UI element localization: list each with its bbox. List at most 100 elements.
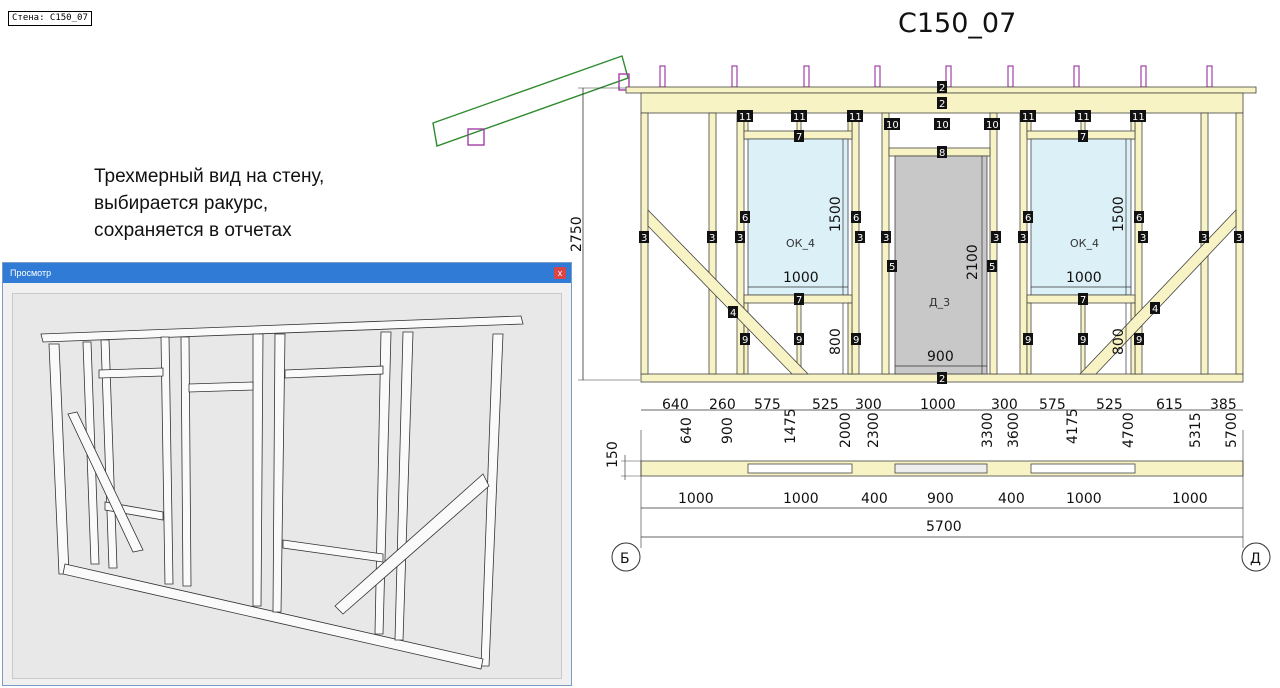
seg-4: 300 [855, 397, 882, 413]
tag-6d: 6 [1136, 213, 1142, 224]
seg-2: 575 [754, 397, 781, 413]
seg-0: 640 [662, 397, 689, 413]
tag-9c: 9 [853, 335, 859, 346]
window-left-width: 1000 [783, 270, 819, 286]
tag-6c: 6 [1025, 213, 1031, 224]
wall-name-tag: Стена: C150_07 [8, 11, 92, 26]
preview-window: Просмотр x [2, 262, 572, 686]
tag-8a: 8 [939, 148, 945, 159]
total-width: 5700 [926, 519, 962, 535]
tag-7a: 7 [796, 132, 802, 143]
tag-11b: 11 [793, 112, 806, 123]
preview-window-title: Просмотр [10, 268, 52, 278]
tag-11f: 11 [1132, 112, 1145, 123]
bot-5: 1000 [1066, 491, 1102, 507]
tag-7d: 7 [1080, 295, 1086, 306]
tag-4b: 4 [1152, 304, 1158, 315]
sill-left-height: 800 [828, 328, 844, 355]
caption-text: Трехмерный вид на стену, выбирается раку… [94, 166, 325, 241]
tag-7c: 7 [796, 295, 802, 306]
element-tags: 2 2 2 11 11 11 10 10 10 11 11 11 7 7 8 7… [639, 81, 1244, 385]
plan-strip [621, 455, 1244, 480]
tag-11d: 11 [1022, 112, 1035, 123]
tag-3b: 3 [709, 233, 715, 244]
roof-beam [432, 55, 630, 147]
seg-7: 575 [1039, 397, 1066, 413]
seg-8: 525 [1096, 397, 1123, 413]
tag-10a: 10 [886, 120, 899, 131]
cum-7: 4175 [1065, 408, 1081, 444]
tag-5a: 5 [889, 262, 895, 273]
tag-10b: 10 [936, 120, 949, 131]
axis-left: Б [620, 551, 630, 567]
bot-2: 400 [861, 491, 888, 507]
cum-4: 2300 [866, 412, 882, 448]
top-posts [659, 65, 1213, 88]
tag-top-1: 2 [939, 83, 945, 94]
tag-9b: 9 [796, 335, 802, 346]
tag-3g: 3 [1020, 233, 1026, 244]
seg-9: 615 [1156, 397, 1183, 413]
window-right-label: ОК_4 [1070, 237, 1099, 250]
bot-6: 1000 [1172, 491, 1208, 507]
bot-3: 900 [927, 491, 954, 507]
height-label: 2750 [569, 216, 585, 252]
tag-4a: 4 [730, 308, 736, 319]
window-left-height: 1500 [828, 196, 844, 232]
tag-6b: 6 [853, 213, 859, 224]
thickness-label: 150 [605, 441, 621, 468]
bot-1: 1000 [783, 491, 819, 507]
seg-1: 260 [709, 397, 736, 413]
preview-window-titlebar: Просмотр x [3, 263, 571, 283]
bot-0: 1000 [678, 491, 714, 507]
tag-top-2: 2 [939, 99, 945, 110]
cum-9: 5315 [1188, 412, 1204, 448]
door-label: Д_3 [929, 296, 950, 309]
wall-frame [625, 86, 1257, 383]
tag-3i: 3 [1201, 233, 1207, 244]
window-left-label: ОК_4 [786, 237, 815, 250]
cum-2: 1475 [783, 408, 799, 444]
close-icon[interactable]: x [554, 267, 566, 279]
door-height: 2100 [965, 244, 981, 280]
tag-9f: 9 [1136, 335, 1142, 346]
segment-dims: 640 260 575 525 300 1000 300 575 525 615… [641, 397, 1243, 413]
tag-6a: 6 [742, 213, 748, 224]
tag-3f: 3 [993, 233, 999, 244]
cum-0: 640 [679, 417, 695, 444]
sill-right-height: 800 [1111, 328, 1127, 355]
tag-3a: 3 [641, 233, 647, 244]
tag-11a: 11 [739, 112, 752, 123]
tag-3j: 3 [1236, 233, 1242, 244]
tag-11c: 11 [849, 112, 862, 123]
tag-3e: 3 [883, 233, 889, 244]
window-right-width: 1000 [1066, 270, 1102, 286]
seg-6: 300 [991, 397, 1018, 413]
tag-3h: 3 [1140, 233, 1146, 244]
door-width: 900 [927, 349, 954, 365]
bottom-dims: 1000 1000 400 900 400 1000 1000 5700 [641, 491, 1243, 538]
tag-9a: 9 [742, 335, 748, 346]
3d-viewport[interactable] [12, 293, 562, 679]
tag-bottom: 2 [939, 374, 945, 385]
cum-10: 5700 [1224, 412, 1240, 448]
internal-dimensions [748, 139, 1131, 374]
tag-11e: 11 [1077, 112, 1090, 123]
cum-1: 900 [720, 417, 736, 444]
cum-3: 2000 [838, 412, 854, 448]
cum-6: 3600 [1006, 412, 1022, 448]
drawing-title: C150_07 [898, 8, 1017, 39]
axis-right: Д [1250, 551, 1261, 567]
tag-10c: 10 [986, 120, 999, 131]
tag-7b: 7 [1080, 132, 1086, 143]
cum-8: 4700 [1121, 412, 1137, 448]
window-right-height: 1500 [1111, 196, 1127, 232]
cum-5: 3300 [980, 412, 996, 448]
tag-9e: 9 [1080, 335, 1086, 346]
3d-frame-render [40, 315, 524, 670]
tag-9d: 9 [1025, 335, 1031, 346]
seg-10: 385 [1210, 397, 1237, 413]
tag-3c: 3 [737, 233, 743, 244]
cumulative-dims: 640 900 1475 2000 2300 3300 3600 4175 47… [679, 408, 1240, 448]
